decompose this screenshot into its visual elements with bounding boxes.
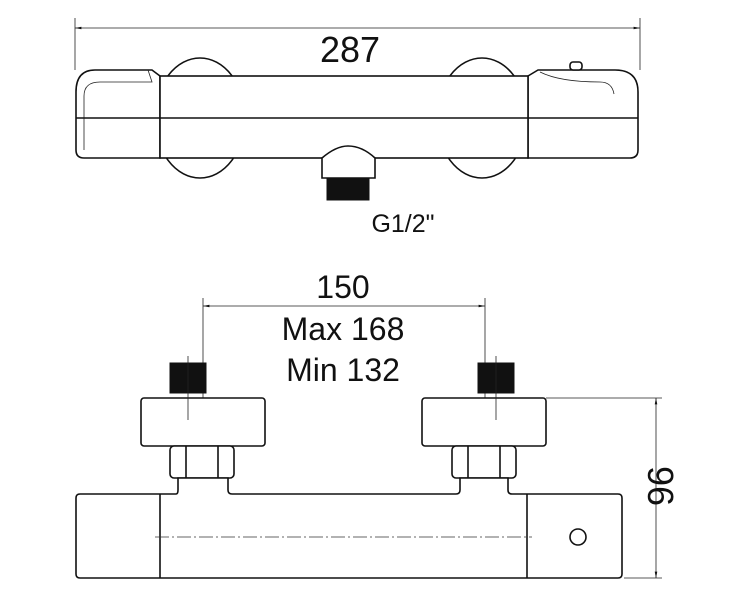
height-label: 96	[640, 466, 681, 506]
left-end-cap	[75, 69, 161, 159]
center-distance-label: 150	[316, 269, 369, 305]
center-distance-min-label: Min 132	[286, 352, 400, 388]
outlet-fitting	[321, 145, 376, 179]
top-body	[159, 75, 529, 159]
right-cap-button	[569, 61, 583, 71]
left-inlet	[140, 356, 266, 479]
right-inlet	[421, 356, 547, 479]
right-end-cap	[527, 69, 639, 159]
left-flange	[140, 397, 266, 447]
dimension-287: 287	[74, 18, 641, 70]
dimension-150: 150 Max 168 Min 132	[202, 269, 486, 500]
dimension-96: 96	[546, 397, 681, 579]
front-body	[75, 477, 623, 579]
left-hex-nut	[169, 445, 235, 479]
front-view: 150 Max 168 Min 132	[75, 269, 681, 579]
overall-length-label: 287	[320, 29, 380, 70]
right-flange	[421, 397, 547, 447]
outlet-thread	[326, 177, 370, 201]
right-hex-nut	[451, 445, 517, 479]
center-distance-max-label: Max 168	[282, 311, 405, 347]
top-view: 287 G1/2"	[74, 18, 641, 238]
outlet-thread-label: G1/2"	[371, 210, 434, 238]
side-hole	[569, 528, 587, 546]
